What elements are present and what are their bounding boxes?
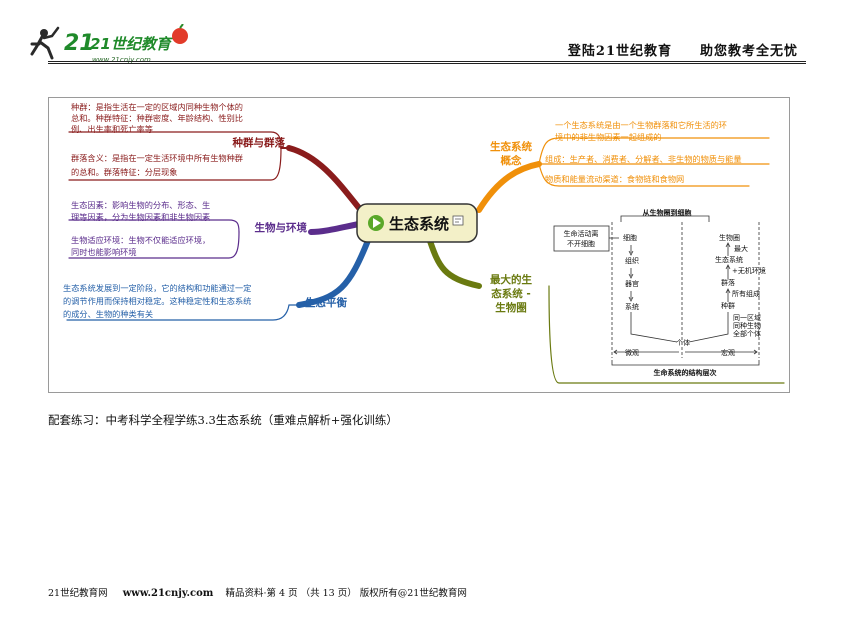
footer-site: 21世纪教育网: [48, 588, 108, 599]
label-micro: 微观: [625, 348, 639, 357]
header-rule: [48, 61, 806, 62]
note-flow: 物质和能量流动渠道：食物链和食物网: [545, 174, 684, 184]
topic-biosphere-line-3: 生物圈: [495, 301, 527, 314]
note-adapt-line-2: 同时也能影响环境: [71, 247, 137, 257]
center-title: 生态系统: [389, 215, 449, 233]
note-adapt-line-1: 生物适应环境：生物不仅能适应环境，: [71, 235, 210, 245]
topic-biosphere-line-2: 态系统 -: [491, 287, 531, 300]
runner-icon: [30, 26, 60, 60]
chain-tissue: 组织: [625, 256, 639, 265]
logo-text: 21世纪教育: [90, 35, 174, 53]
note-community-line-1: 群落含义：是指在一定生活环境中所有生物种群: [71, 153, 243, 163]
note-factor-line-1: 生态因素：影响生物的分布、形态、生: [71, 200, 210, 210]
topic-concept-line-2: 概念: [501, 154, 522, 167]
chain-all-individuals: 全部个体: [733, 329, 761, 338]
chain-all-composition: 所有组成: [732, 289, 760, 298]
branch-environment: [308, 221, 362, 235]
chain-biosphere: 生物圈: [719, 233, 740, 242]
chain-largest: 最大: [734, 244, 748, 253]
note-population-line-3: 例、出生率和死亡率等: [71, 124, 153, 134]
note-population-line-1: 种群：是指生活在一定的区域内同种生物个体的: [71, 102, 243, 112]
cell-note-box: [553, 225, 610, 252]
footer-url[interactable]: www.21cnjy.com: [122, 588, 214, 599]
center-node: 生态系统: [356, 203, 478, 243]
diagram-top-label: 从生物圈到细胞: [643, 208, 692, 217]
note-concept-line-2: 境中的非生物因素一起组成的: [555, 132, 661, 142]
note-components: 组成：生产者、消费者、分解者、非生物的物质与能量: [545, 154, 742, 164]
chain-same-area: 同一区域: [733, 313, 761, 322]
note-population-line-2: 总和。种群特征：种群密度、年龄结构、性别比: [71, 113, 243, 123]
branch-population: [286, 145, 362, 211]
logo-url: www.21cnjy.com: [92, 56, 151, 64]
apple-icon: [172, 23, 188, 44]
chain-community: 群落: [721, 278, 735, 287]
logo-21: 21: [64, 31, 95, 56]
note-icon: [452, 215, 464, 226]
note-balance-line-1: 生态系统发展到一定阶段，它的结构和功能通过一定: [63, 283, 251, 293]
chain-individual: 个体: [676, 338, 690, 347]
play-icon: [373, 218, 381, 228]
chain-cell: 细胞: [623, 233, 637, 242]
mindmap-svg: 生态系统 种群与群落 生物与环境 生态平衡 种群：是指生活在一定的区域内同种生物…: [63, 102, 785, 384]
structure-diagram: 从生物圈到细胞 生命活动离 不开细胞 细胞 组织 器官 系统 生物圈 最大 生态…: [553, 208, 766, 377]
topic-organism-environment: 生物与环境: [255, 221, 308, 234]
exercise-caption: 配套练习：中考科学全程学练3.3生态系统（重难点解析+强化训练）: [48, 413, 398, 427]
topic-ecological-balance: 生态平衡: [305, 296, 347, 309]
note-factor-line-2: 理等因素，分为生物因素和非生物因素: [71, 212, 210, 222]
site-logo: 21 21世纪教育 www.21cnjy.com: [30, 23, 200, 68]
chain-population: 种群: [721, 301, 735, 310]
header-slogan: 登陆21世纪教育 助您教考全无忧: [567, 44, 798, 59]
mindmap-figure: 生态系统 种群与群落 生物与环境 生态平衡 种群：是指生活在一定的区域内同种生物…: [48, 97, 790, 393]
note-community-line-2: 的总和。群落特征：分层现象: [71, 167, 177, 177]
note-balance-line-3: 的成分、生物的种类有关: [63, 309, 153, 319]
chain-system: 系统: [625, 302, 639, 311]
label-macro: 宏观: [721, 348, 735, 357]
branch-biosphere: [426, 235, 482, 289]
chain-same-species: 同种生物: [733, 321, 761, 330]
header-rule-2: [48, 63, 806, 64]
box-label-line-1: 生命活动离: [564, 229, 599, 238]
topic-biosphere-line-1: 最大的生: [490, 273, 532, 286]
page-footer: 21世纪教育网 www.21cnjy.com 精品资料·第 4 页 （共 13 …: [48, 585, 467, 599]
diagram-bottom-label: 生命系统的结构层次: [654, 368, 717, 377]
topic-concept-line-1: 生态系统: [490, 140, 532, 153]
chain-abiotic: +无机环境: [732, 266, 766, 275]
topic-population-community: 种群与群落: [232, 136, 286, 149]
box-label-line-2: 不开细胞: [567, 239, 595, 248]
note-balance-line-2: 的调节作用而保持相对稳定。这种稳定性和生态系统: [63, 296, 251, 306]
chain-organ: 器官: [625, 279, 639, 288]
branch-concept: [476, 161, 542, 213]
footer-page-info: 精品资料·第 4 页 （共 13 页） 版权所有@21世纪教育网: [225, 588, 467, 599]
branch-balance: [296, 235, 372, 308]
note-concept-line-1: 一个生态系统是由一个生物群落和它所生活的环: [555, 120, 727, 130]
chain-ecosystem: 生态系统: [715, 255, 743, 264]
